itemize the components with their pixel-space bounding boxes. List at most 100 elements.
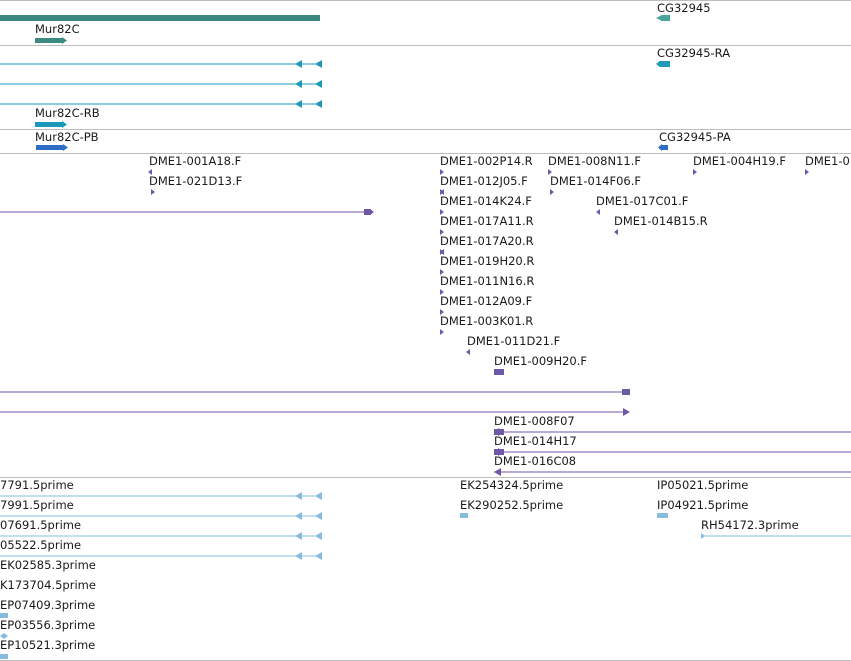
est-label: 05522.5prime	[0, 538, 82, 552]
transcript-arrow-right-icon	[62, 121, 67, 128]
bac-end-left-icon	[440, 249, 444, 255]
strand-arrow-left-icon	[295, 512, 302, 520]
est-label: EK290252.5prime	[460, 498, 564, 512]
transcript-label-mur82c-rb: Mur82C-RB	[35, 106, 100, 120]
est-label: EK254324.5prime	[460, 478, 564, 492]
strand-arrow-left-icon	[295, 492, 302, 500]
bac-label: DME1-001A18.F	[149, 154, 242, 168]
bac-end-right-icon	[151, 189, 155, 195]
est-label: 07691.5prime	[0, 518, 82, 532]
bac-label: DME1-002P14.R	[440, 154, 533, 168]
protein-label-cg32945-pa: CG32945-PA	[659, 130, 731, 144]
strand-arrow-left-icon	[295, 532, 302, 540]
bac-label: DME1-014B15.R	[614, 214, 708, 228]
bac-label: DME1-008F07	[494, 414, 575, 428]
est-label: K173704.5prime	[0, 578, 96, 592]
gene-arrow-right-icon	[62, 37, 67, 44]
bac-label: DME1-014H17	[494, 434, 577, 448]
strand-arrow-left-icon	[295, 552, 302, 560]
est-label: IP04921.5prime	[657, 498, 749, 512]
bac-end-right-icon	[440, 289, 444, 295]
bac-label: DME1-017A11.R	[440, 214, 534, 228]
bac-label: DME1-009H20.F	[494, 354, 588, 368]
protein-label-mur82c-pb: Mur82C-PB	[35, 130, 99, 144]
bac-label: DME1-017C01.F	[596, 194, 689, 208]
bac-end-box	[364, 209, 371, 215]
bac-end-box	[494, 369, 504, 375]
strand-arrow-right-icon	[370, 209, 374, 215]
bac-label: DME1-021D13.F	[149, 174, 243, 188]
bac-end-right-icon	[440, 309, 444, 315]
bac-label: DME1-014K24.F	[440, 194, 532, 208]
est-label: 7991.5prime	[0, 498, 74, 512]
bac-end-right-icon	[693, 169, 697, 175]
gene-arrow-left-icon	[656, 15, 662, 21]
bac-end-right-icon	[440, 329, 444, 335]
est-feature	[0, 613, 8, 618]
gene-feature-cg32945	[661, 15, 670, 21]
bac-end-left-icon	[440, 189, 444, 195]
bac-label: DME1-017A20.R	[440, 234, 534, 248]
bac-label: DME1-014F06.F	[550, 174, 641, 188]
gene-bar	[0, 15, 320, 21]
bac-end-box	[622, 389, 630, 395]
bac-end-right-icon	[440, 209, 444, 215]
bac-label: DME1-012J05.F	[440, 174, 528, 188]
bac-end-right-icon	[4, 633, 8, 639]
est-label: EP07409.3prime	[0, 598, 96, 612]
bac-end-right-icon	[440, 169, 444, 175]
est-label: EP03556.3prime	[0, 618, 96, 632]
bac-label: DME1-016C08	[494, 454, 577, 468]
protein-feature-cg32945-pa	[661, 145, 668, 150]
bac-label: DME1-0	[805, 154, 850, 168]
transcript-arrow-left-icon	[656, 61, 660, 67]
gene-feature-mur82c	[35, 38, 63, 43]
strand-arrow-right-icon	[623, 408, 630, 416]
bac-label: DME1-003K01.R	[440, 314, 534, 328]
bac-end-left-icon	[466, 349, 470, 355]
est-end-icon	[315, 532, 322, 540]
transcript-label-cg32945-ra: CG32945-RA	[657, 46, 731, 60]
bac-label: DME1-012A09.F	[440, 294, 533, 308]
bac-end-left-icon	[148, 169, 152, 175]
bac-end-left-icon	[596, 209, 600, 215]
transcript-feature-mur82c-rb	[35, 122, 63, 127]
strand-arrow-left-icon	[295, 100, 302, 108]
gene-label-mur82c: Mur82C	[35, 22, 80, 36]
bac-end-right-icon	[701, 533, 705, 539]
bac-end-left-icon	[614, 229, 618, 235]
strand-arrow-right-icon	[498, 448, 505, 456]
est-end-icon	[315, 492, 322, 500]
est-feature	[657, 513, 668, 518]
strand-arrow-left-icon	[295, 80, 302, 88]
est-feature	[0, 654, 8, 659]
bac-label: DME1-008N11.F	[548, 154, 641, 168]
bac-end-right-icon	[440, 229, 444, 235]
est-end-icon	[315, 552, 322, 560]
bac-end-right-icon	[548, 169, 552, 175]
protein-arrow-right-icon	[63, 144, 68, 151]
bac-label: DME1-019H20.R	[440, 254, 535, 268]
transcript-feature-cg32945-ra	[659, 61, 670, 67]
est-label: 7791.5prime	[0, 478, 74, 492]
strand-arrow-right-icon	[498, 428, 505, 436]
bac-label: DME1-011D21.F	[467, 334, 561, 348]
est-label: EK02585.3prime	[0, 558, 96, 572]
est-feature	[460, 513, 468, 518]
bac-end-left-icon	[0, 633, 4, 639]
transcript-exon-end-icon	[315, 80, 322, 88]
est-label: EP10521.3prime	[0, 638, 96, 652]
protein-feature-mur82c-pb	[36, 145, 64, 150]
transcript-exon-end-icon	[315, 100, 322, 108]
protein-arrow-left-icon	[658, 144, 662, 151]
strand-arrow-left-icon	[494, 468, 501, 476]
gene-label-cg32945: CG32945	[657, 1, 711, 15]
strand-arrow-left-icon	[295, 60, 302, 68]
bac-end-right-icon	[440, 269, 444, 275]
bac-end-right-icon	[550, 189, 554, 195]
bac-end-right-icon	[805, 169, 809, 175]
est-label: RH54172.3prime	[701, 518, 799, 532]
bac-label: DME1-011N16.R	[440, 274, 535, 288]
